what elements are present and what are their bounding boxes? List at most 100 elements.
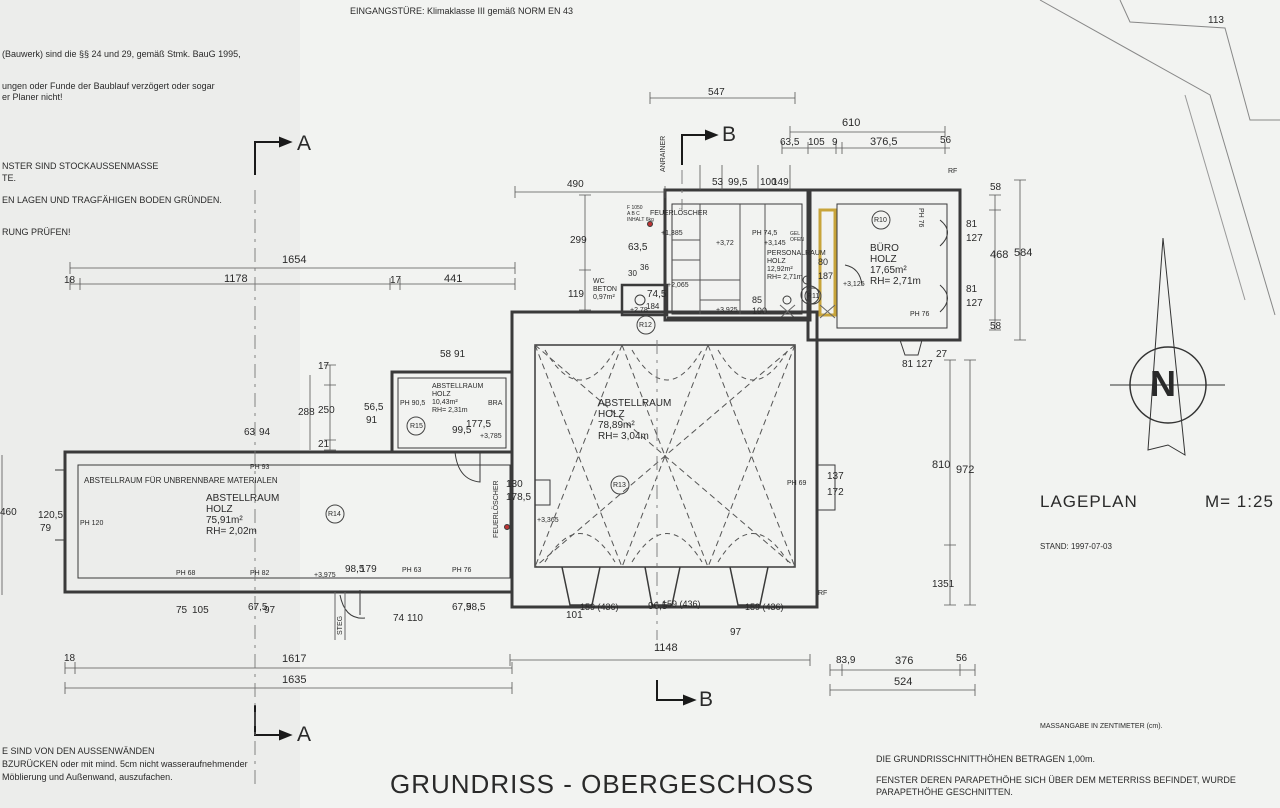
dim-468: 468	[990, 249, 1009, 261]
ph69-label: PH 69	[787, 480, 807, 487]
dim-99-5-b: 99,5	[452, 425, 472, 436]
section-a-top: A	[297, 132, 312, 155]
room-r10-text: BÜRO HOLZ 17,65m² RH= 2,71m	[870, 243, 921, 287]
dim-63: 63	[244, 427, 256, 438]
dim-91-b: 91	[366, 415, 378, 426]
lageplan-label: LAGEPLAN	[1040, 492, 1138, 511]
ph905-label: PH 90,5	[400, 400, 426, 407]
dim-972: 972	[956, 464, 975, 476]
dim-1351: 1351	[932, 579, 955, 590]
north-label: N	[1150, 363, 1176, 404]
room-r14-note: ABSTELLRAUM FÜR UNBRENNBARE MATERIALEN	[84, 476, 278, 485]
note-walls: E SIND VON DEN AUSSENWÄNDEN	[2, 746, 155, 756]
lageplan-scale: M= 1:25	[1205, 492, 1274, 511]
entrance-door-note: EINGANGSTÜRE: Klimaklasse III gemäß NORM…	[350, 6, 574, 16]
plan-title: GRUNDRISS - OBERGESCHOSS	[390, 769, 815, 799]
bra-label: BRA	[488, 400, 503, 407]
dim-56: 56	[940, 135, 952, 146]
dim-137: 137	[827, 471, 844, 482]
dim-81-c: 81	[902, 359, 914, 370]
height-3-72: +3,72	[716, 240, 734, 247]
staff-room-r11-outline	[663, 188, 812, 322]
parapet-note-cont: PARAPETHÖHE GESCHNITTEN.	[876, 787, 1013, 797]
storage-r15-outline	[390, 370, 514, 454]
sheet-number: 113	[1208, 15, 1224, 26]
steg-label: STEG	[337, 615, 344, 635]
dim-1148: 1148	[654, 642, 678, 654]
dim-376: 376	[895, 655, 914, 667]
dim-18: 18	[64, 275, 76, 286]
parapet-note: FENSTER DEREN PARAPETHÖHE SICH ÜBER DEM …	[876, 775, 1236, 785]
ph93-label: PH 93	[250, 464, 270, 471]
height-3-975: +3,975	[314, 572, 336, 579]
dim-376-5: 376,5	[870, 136, 898, 148]
fire-extinguisher-label: FEUERLÖSCHER	[650, 210, 708, 217]
dim-63-5: 63,5	[780, 137, 800, 148]
oven-label: GEL OFEN	[790, 231, 804, 243]
room-r13-tag: R13	[613, 482, 626, 489]
fire-extinguisher-spec: F 1050 A B C INHALT 6kg	[627, 205, 654, 223]
section-b-bottom: B	[699, 688, 714, 711]
room-r14-text: ABSTELLRAUM HOLZ 75,91m² RH= 2,02m	[206, 493, 280, 537]
dim-299: 299	[570, 235, 587, 246]
dim-79: 79	[40, 523, 52, 534]
dim-97-b: 97	[730, 627, 742, 638]
dim-53: 53	[712, 177, 724, 188]
section-a-top-marker	[254, 141, 285, 175]
dim-159-a: 159 (436)	[580, 602, 619, 612]
office-r10-outline	[806, 188, 962, 342]
dim-159-b: 159 (436)	[662, 599, 701, 609]
dim-105: 105	[808, 137, 825, 148]
height-3-145: +3,145	[764, 240, 786, 247]
room-r15-text: ABSTELLRAUM HOLZ 10,43m² RH= 2,31m	[432, 383, 484, 414]
neighbour-label: ANRAINER	[660, 135, 667, 172]
dim-17-b: 17	[318, 361, 330, 372]
ph76-north-label: PH 76	[917, 208, 924, 228]
dim-460: 460	[0, 507, 17, 518]
dim-36: 36	[640, 263, 649, 272]
room-r10-tag: R10	[874, 217, 887, 224]
ph82-label: PH 82	[250, 570, 270, 577]
note-delay: ungen oder Funde der Baublauf verzögert …	[2, 81, 215, 91]
dim-58-c: 58	[440, 349, 452, 360]
dim-97: 97	[264, 605, 276, 616]
dim-178-5: 178,5	[506, 492, 532, 503]
dim-81: 81	[966, 219, 978, 230]
dim-105-b: 105	[192, 605, 209, 616]
dim-187: 187	[818, 271, 834, 281]
dim-1635: 1635	[282, 674, 307, 686]
neighbour-parcel	[1119, 0, 1280, 121]
dim-584: 584	[1014, 247, 1033, 259]
dim-110: 110	[407, 613, 423, 624]
section-b-top: B	[722, 123, 737, 146]
section-a-bottom: A	[297, 723, 312, 746]
dim-56-b: 56	[956, 653, 968, 664]
dim-100: 100	[760, 177, 777, 188]
section-b-bottom-marker	[656, 680, 688, 701]
dim-91: 91	[454, 349, 466, 360]
dim-80: 80	[818, 257, 829, 267]
dim-9: 9	[832, 137, 838, 148]
ph63-label: PH 63	[402, 567, 422, 574]
dim-99-5: 99,5	[728, 177, 748, 188]
dim-288: 288	[298, 407, 315, 418]
units-note: MASSANGABE IN ZENTIMETER (cm).	[1040, 723, 1163, 730]
dim-58: 58	[990, 182, 1002, 193]
room-r11-tag: R11	[807, 293, 820, 300]
site-boundary	[1039, 0, 1276, 316]
note-furniture: Möblierung und Außenwand, auszufachen.	[2, 772, 173, 782]
dim-56-5: 56,5	[364, 402, 384, 413]
dim-83-9: 83,9	[836, 655, 856, 666]
dim-1178: 1178	[224, 273, 248, 285]
ph745-label: PH 74,5	[752, 230, 778, 237]
storage-r14-outline	[63, 450, 514, 594]
dim-250: 250	[318, 405, 335, 416]
room-r13-text: ABSTELLRAUM HOLZ 78,89m² RH= 3,04m	[598, 398, 672, 442]
dim-179: 179	[360, 564, 377, 575]
north-arrow	[1110, 237, 1225, 456]
dim-149: 149	[772, 177, 789, 188]
dim-17: 17	[390, 275, 402, 286]
height-3-925: +3,925	[716, 307, 738, 314]
height-3-125: +3,125	[843, 281, 865, 288]
